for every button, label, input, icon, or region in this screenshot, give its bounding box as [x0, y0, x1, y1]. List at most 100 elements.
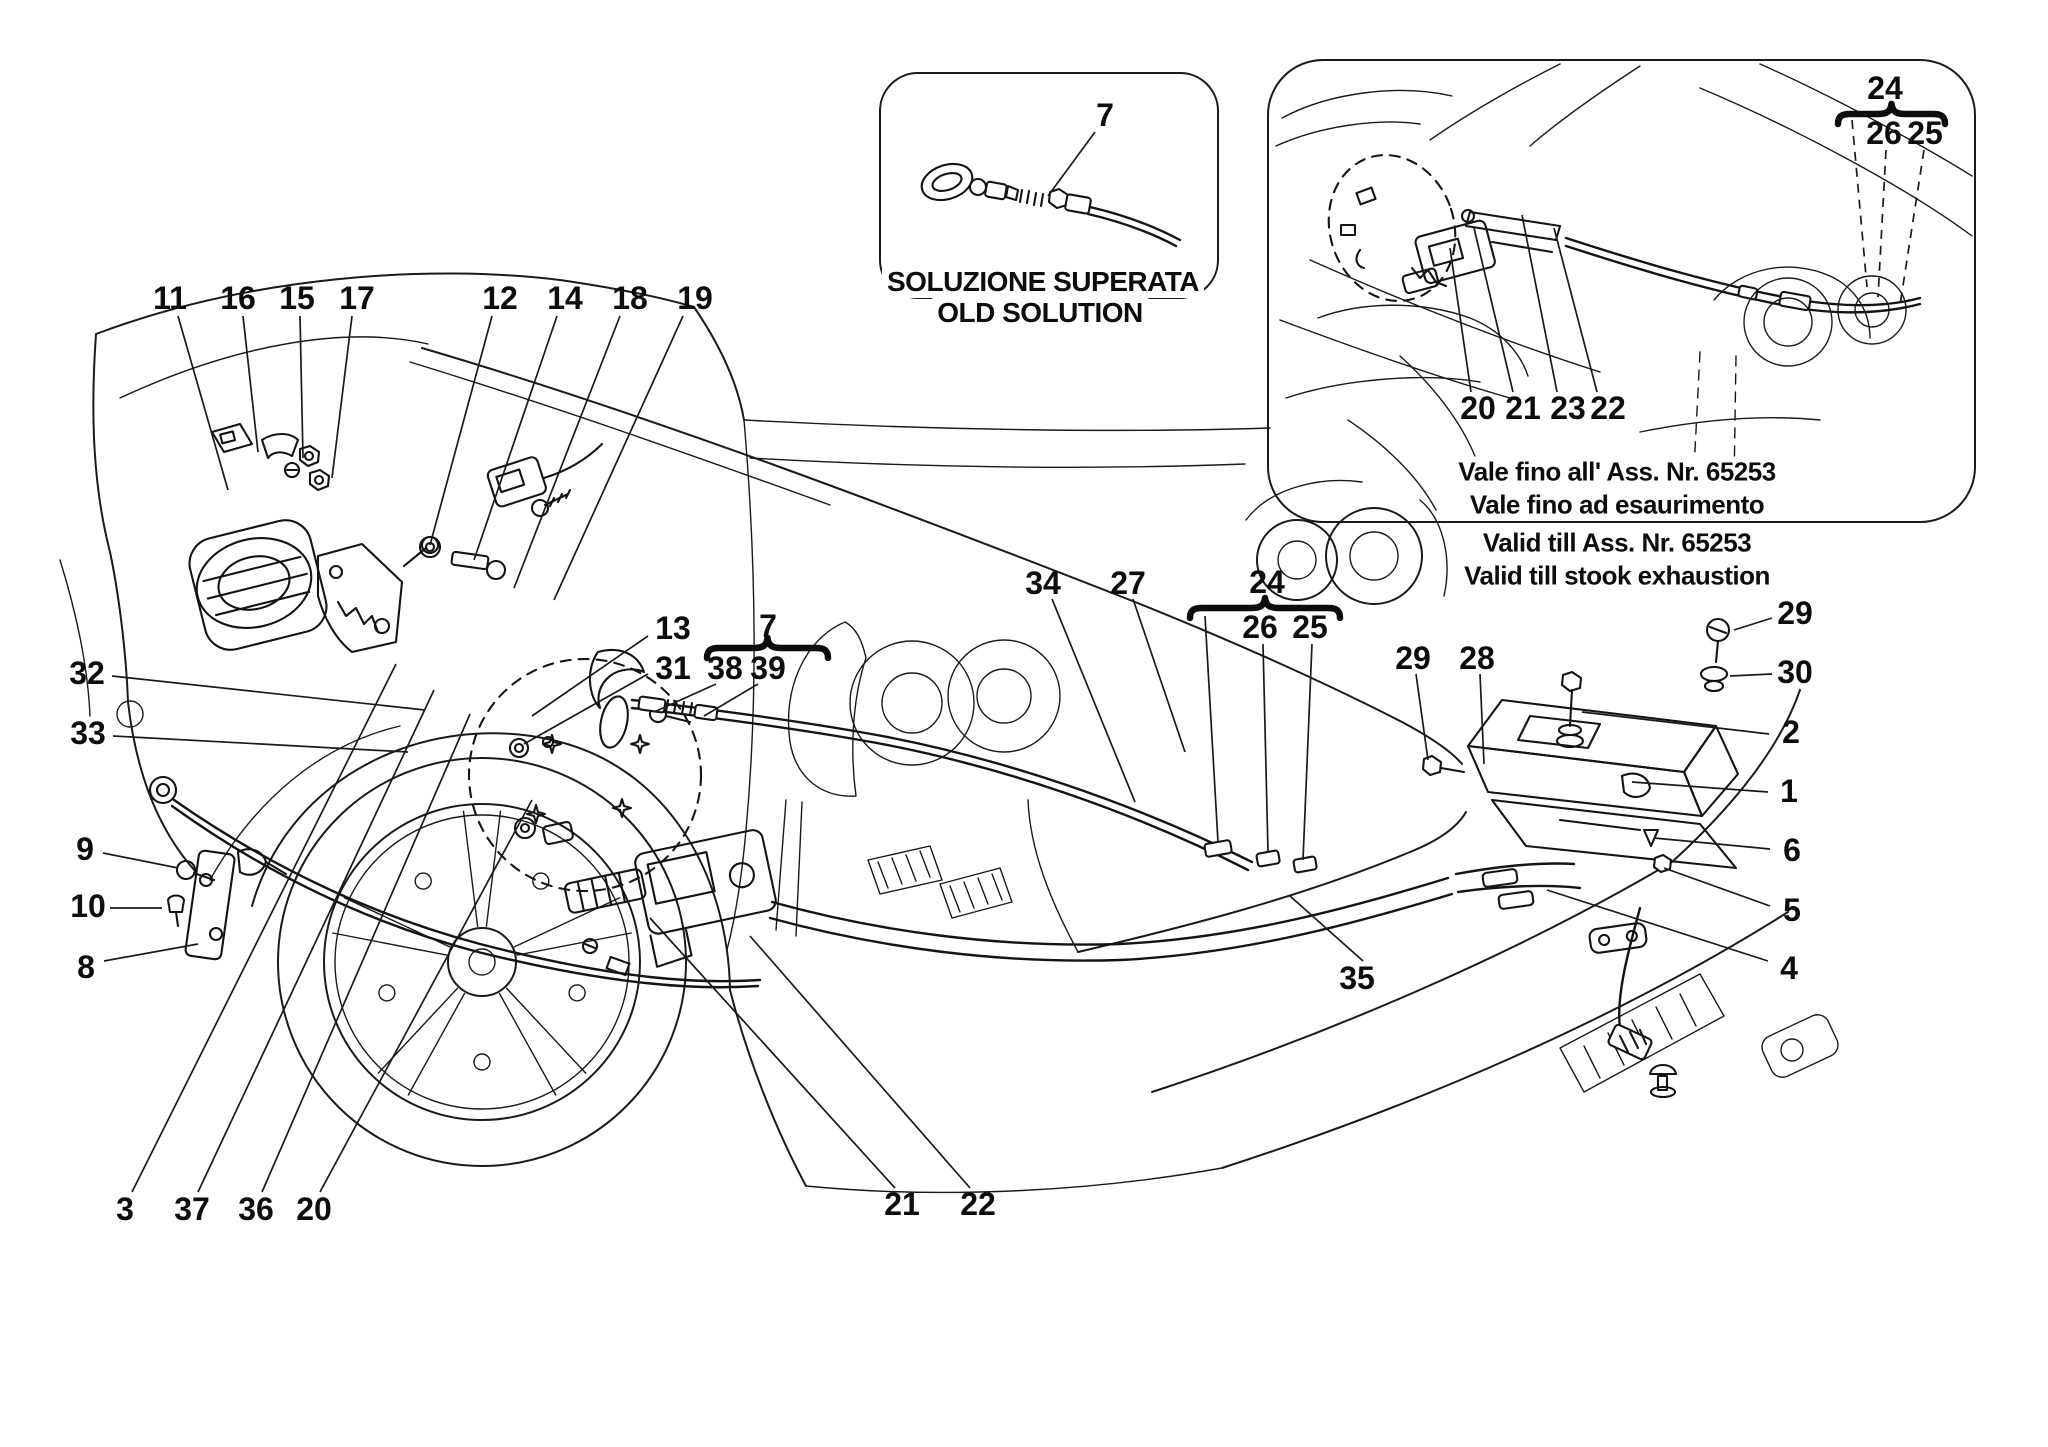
part-label-9-leader [102, 852, 179, 869]
part-label-2-leader [1581, 711, 1770, 735]
old-solution-caption-english: OLD SOLUTION [932, 297, 1148, 329]
part-label-6: 6 [1783, 832, 1801, 868]
part-label-19-leader [553, 315, 684, 601]
filler-housing [467, 649, 703, 893]
part-label-24-inset-leader [1851, 119, 1868, 288]
brace-24-inset [1834, 100, 1949, 128]
part-label-14: 14 [547, 280, 583, 316]
part-label-14-leader [473, 315, 558, 561]
car-body-outline [59, 272, 1463, 1194]
part-label-34: 34 [1025, 565, 1061, 601]
part-label-18: 18 [612, 280, 648, 316]
part-label-10: 10 [70, 888, 106, 924]
part-label-3-leader [131, 663, 397, 1193]
part-label-26-main: 26 [1242, 609, 1278, 645]
part-label-38-leader [653, 683, 717, 713]
part-label-16-leader [242, 315, 259, 453]
part-label-27-leader [1132, 598, 1186, 753]
part-label-18-leader [513, 315, 621, 589]
part-label-22-inset-leader [1553, 227, 1598, 393]
brace-7-main [703, 634, 832, 662]
part-label-36-leader [261, 713, 471, 1193]
old-cable-drawing [920, 162, 1182, 248]
validity-caption-line2: Vale fino ad esaurimento [1464, 489, 1770, 521]
validity-caption-line1: Vale fino all' Ass. Nr. 65253 [1453, 456, 1781, 488]
part-label-9: 9 [76, 831, 94, 867]
lock-assembly [1421, 617, 1740, 954]
part-label-21-inset: 21 [1505, 390, 1541, 426]
latch-actuator [513, 816, 777, 977]
part-label-2: 2 [1782, 714, 1800, 750]
part-label-35: 35 [1339, 960, 1375, 996]
part-label-19: 19 [677, 280, 713, 316]
part-label-8: 8 [77, 949, 95, 985]
group-braces [703, 100, 1949, 662]
part-label-35-leader [1289, 895, 1364, 962]
part-label-15-leader [299, 315, 304, 459]
part-label-29-mid: 29 [1395, 640, 1431, 676]
part-label-29-right: 29 [1777, 595, 1813, 631]
old-solution-caption-italian: SOLUZIONE SUPERATA [882, 266, 1204, 298]
diffuser-vent [1559, 973, 1839, 1093]
fuel-filler-door [188, 519, 440, 654]
part-label-11: 11 [153, 280, 187, 316]
part-label-12: 12 [482, 280, 518, 316]
part-label-20-main: 20 [296, 1191, 332, 1227]
part-label-38: 38 [707, 650, 743, 686]
part-label-23-inset: 23 [1550, 390, 1586, 426]
part-label-6-leader [1653, 837, 1771, 850]
part-label-28-leader [1479, 673, 1485, 765]
inset-validity-art [1275, 63, 1973, 511]
part-label-25-inset: 25 [1907, 115, 1943, 151]
part-label-26-inset-leader [1877, 149, 1887, 298]
part-label-8-leader [103, 943, 199, 962]
part-label-28: 28 [1459, 640, 1495, 676]
part-label-20-inset: 20 [1460, 390, 1496, 426]
part-label-20-inset-leader [1449, 247, 1472, 393]
part-label-5-leader [1663, 867, 1771, 907]
part-label-7-old: 7 [1096, 97, 1114, 133]
part-label-3: 3 [116, 1191, 134, 1227]
part-label-26-main-leader [1262, 643, 1269, 853]
part-label-20-main-leader [319, 799, 533, 1193]
left-vent-grille [867, 845, 1013, 919]
part-label-4-leader [1546, 889, 1769, 962]
part-label-16: 16 [220, 280, 256, 316]
fuel-flap-hinge-parts [210, 422, 331, 492]
part-label-30-leader [1729, 673, 1773, 677]
part-label-30: 30 [1777, 654, 1813, 690]
part-label-1-leader [1631, 781, 1769, 793]
part-label-22-main-leader [749, 935, 971, 1189]
part-label-32: 32 [69, 655, 105, 691]
rear-wheel [209, 725, 731, 1167]
rear-mid-section [775, 621, 1061, 937]
part-label-32-leader [111, 675, 426, 711]
part-label-7-main: 7 [759, 608, 777, 644]
rear-fascia [1027, 479, 1839, 1169]
part-label-1: 1 [1780, 773, 1798, 809]
part-label-23-inset-leader [1521, 214, 1558, 393]
taillights [1245, 479, 1448, 605]
inset-old-solution [879, 72, 1219, 299]
part-label-4: 4 [1780, 950, 1798, 986]
part-label-36: 36 [238, 1191, 274, 1227]
part-label-26-inset: 26 [1866, 115, 1902, 151]
part-label-13-leader [531, 635, 649, 717]
part-label-7-old-leader [1047, 131, 1096, 197]
part-label-24-inset: 24 [1867, 70, 1903, 106]
part-label-22-inset: 22 [1590, 390, 1626, 426]
part-label-15: 15 [279, 280, 315, 316]
flap-switch-sensor [418, 442, 604, 581]
part-label-17-leader [331, 315, 353, 479]
part-label-37-leader [197, 689, 435, 1193]
part-label-31: 31 [655, 650, 691, 686]
part-label-21-main: 21 [884, 1186, 920, 1222]
part-label-21-inset-leader [1473, 227, 1514, 393]
part-label-24-main-leader [1204, 615, 1219, 843]
leader-lines [102, 119, 1925, 1193]
part-label-12-leader [429, 315, 493, 546]
part-label-34-leader [1051, 598, 1136, 803]
part-label-39-leader [703, 683, 759, 717]
